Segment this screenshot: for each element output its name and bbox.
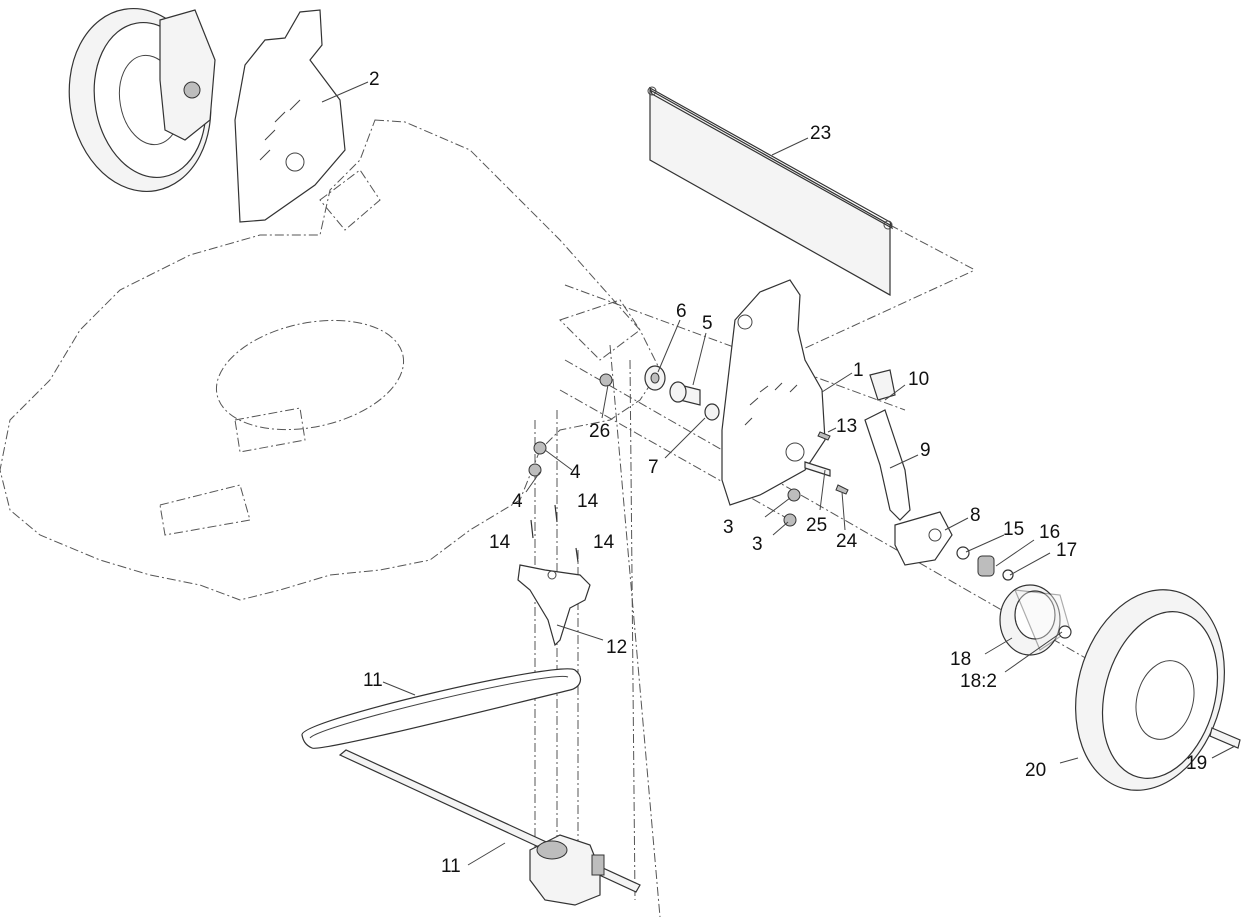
rear-height-bracket	[234, 9, 346, 223]
callout-16: 16	[1039, 522, 1061, 543]
assembly-centerlines	[534, 224, 1221, 917]
callout-15: 15	[1003, 519, 1025, 540]
drive-shaft-transmission	[338, 749, 641, 906]
callout-14d: 14	[593, 532, 615, 553]
callout-18: 18	[950, 649, 972, 670]
callout-24: 24	[836, 531, 858, 552]
callout-11: 11	[441, 856, 461, 877]
leader-lines	[321, 81, 1236, 866]
callout-10: 10	[908, 369, 930, 390]
rear-wheel	[68, 7, 216, 193]
callout-4a: 4	[570, 462, 581, 483]
callout-14c: 14	[489, 532, 511, 553]
callout-4b: 4	[512, 491, 523, 512]
rear-flap	[647, 86, 894, 297]
callout-3b: 3	[752, 534, 763, 555]
callout-12: 11	[363, 670, 383, 691]
callout-7: 7	[648, 457, 659, 478]
height-adjust-assembly	[864, 369, 953, 566]
callout-19: 19	[1186, 753, 1208, 774]
callout-8: 8	[970, 505, 981, 526]
callout-14b: 14	[577, 491, 599, 512]
callout-2: 2	[369, 69, 380, 90]
belt-guide-bracket	[517, 564, 591, 647]
callout-14a: 13	[836, 416, 858, 437]
callout-25: 25	[806, 515, 828, 536]
callout-17: 17	[1056, 540, 1078, 561]
callout-13: 12	[606, 637, 628, 658]
front-height-bracket	[721, 279, 826, 506]
callout-3a: 3	[723, 517, 734, 538]
mower-deck-outline	[0, 119, 661, 601]
callout-20: 20	[1025, 760, 1047, 781]
drive-belt	[301, 668, 582, 749]
drive-gear-cover	[999, 584, 1072, 656]
callout-6: 6	[676, 301, 687, 322]
callout-26: 26	[589, 421, 611, 442]
callout-23: 23	[810, 123, 832, 144]
callout-5: 5	[702, 313, 713, 334]
callout-9: 9	[920, 440, 931, 461]
callout-18-2: 18:2	[960, 671, 997, 692]
front-wheel	[1075, 589, 1241, 791]
callout-1: 1	[853, 360, 864, 381]
